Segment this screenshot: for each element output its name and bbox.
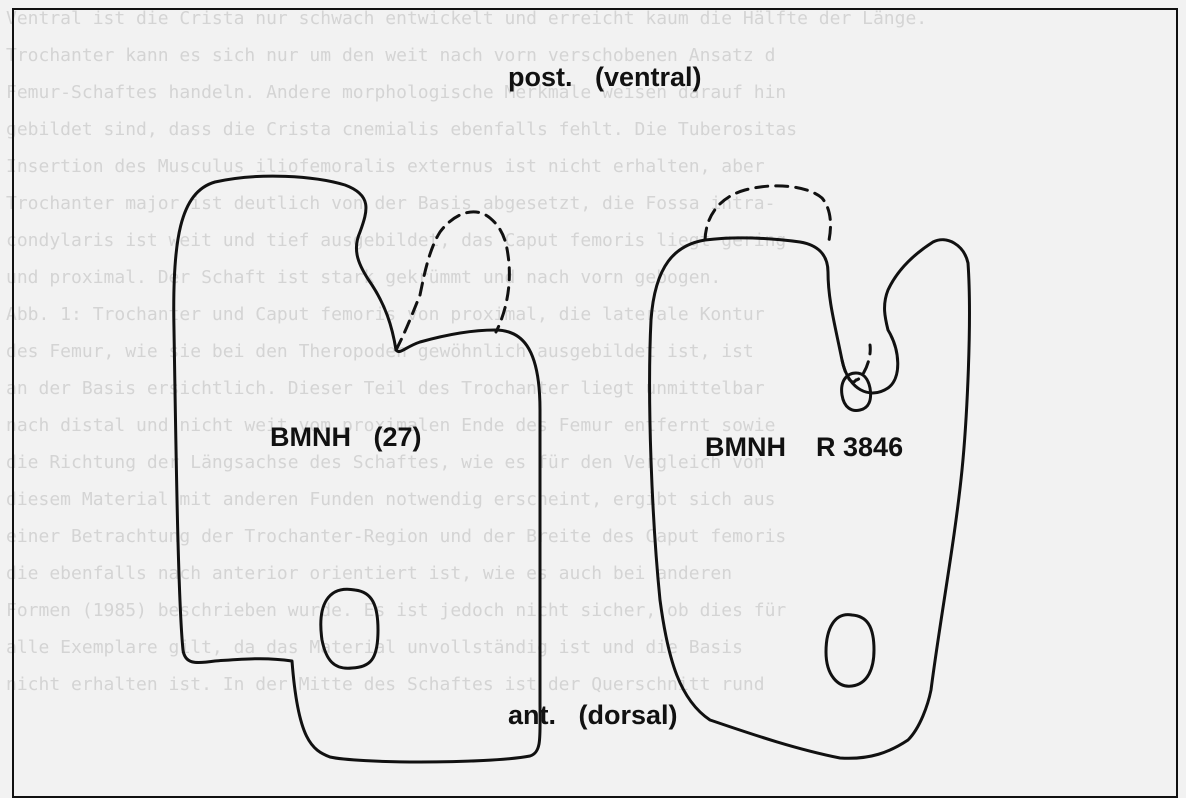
left-specimen-number: (27) xyxy=(374,422,422,452)
left-femur-head-outline xyxy=(321,589,378,668)
right-specimen-label: BMNH R 3846 xyxy=(705,432,903,463)
ant-label: ant. xyxy=(508,700,556,730)
left-specimen-label: BMNH (27) xyxy=(270,422,422,453)
posterior-label: post. (ventral) xyxy=(508,62,702,93)
left-femur-outline xyxy=(174,176,540,762)
post-label: post. xyxy=(508,62,573,92)
right-femur-condyle-outline xyxy=(826,615,874,687)
right-specimen-name: BMNH xyxy=(705,432,786,462)
right-femur-outline xyxy=(650,238,970,758)
right-femur-dashed-reconstruction xyxy=(705,186,870,382)
anterior-label: ant. (dorsal) xyxy=(508,700,678,731)
ventral-label: (ventral) xyxy=(595,62,702,92)
right-specimen-number: R 3846 xyxy=(816,432,903,462)
left-specimen-name: BMNH xyxy=(270,422,351,452)
dorsal-label: (dorsal) xyxy=(579,700,678,730)
